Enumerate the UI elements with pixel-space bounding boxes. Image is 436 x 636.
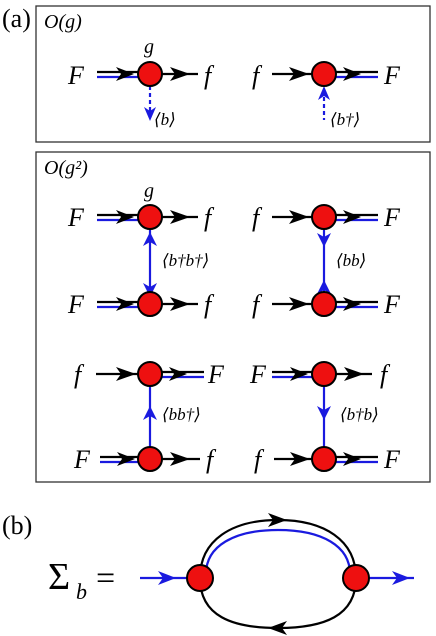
label-top-in: F [249, 360, 267, 389]
coupling-label: g [144, 36, 154, 58]
arrow-up [143, 232, 157, 246]
arrow [289, 297, 309, 311]
arrow-boson [144, 107, 156, 121]
expectation-label: ⟨bb†⟩ [162, 405, 201, 424]
loop-upper-arrow [268, 513, 287, 527]
panel-a-tag: (a) [2, 4, 31, 33]
arrow-F [116, 67, 134, 81]
arrow [169, 367, 187, 381]
panel-b-tag: (b) [2, 511, 32, 540]
order-g-right-diagram: f F ⟨b†⟩ [252, 61, 401, 129]
label-bottom-out: F [383, 290, 401, 319]
arrow [290, 452, 310, 466]
order-g2-title: O(g²) [44, 157, 88, 179]
vertex-left [186, 564, 214, 592]
label-top-out: F [207, 360, 225, 389]
coupling-label: g [144, 180, 154, 202]
vertex-top [137, 361, 163, 387]
label-top-out: f [204, 203, 215, 232]
label-in-F: F [67, 61, 85, 90]
panel-b: (b) Σ b = [2, 511, 414, 635]
label-top-in: f [252, 203, 263, 232]
arrow [290, 367, 308, 381]
arrow-up [143, 406, 157, 420]
expectation-label: ⟨bb⟩ [336, 251, 366, 270]
arrow [343, 210, 361, 224]
loop-lower-fermion [198, 577, 358, 630]
label-in-f: f [252, 61, 263, 90]
label-bottom-in: f [254, 445, 265, 474]
order-g2-bottom-right-diagram: F f f F ⟨b†b⟩ [249, 360, 401, 474]
loop-lower-arrow [268, 621, 287, 635]
order-g-title: O(g) [44, 11, 82, 33]
vertex-bottom [137, 291, 163, 317]
loop-upper-boson [204, 528, 352, 575]
arrow [344, 367, 364, 381]
order-g2-frame [35, 151, 431, 483]
loop-upper-fermion [198, 518, 358, 579]
vertex-bottom [311, 291, 337, 317]
order-g-box: O(g) F g f ⟨b⟩ f F [35, 5, 431, 143]
sigma-symbol: Σ [48, 556, 70, 598]
label-top-out: f [380, 360, 391, 389]
vertex-bottom [311, 446, 337, 472]
arrow-boson [318, 86, 330, 100]
vertex-top [311, 361, 337, 387]
label-out-f: f [204, 61, 215, 90]
expectation-label: ⟨b†⟩ [330, 110, 360, 129]
arrow-down [317, 406, 331, 420]
label-bottom-in: F [67, 290, 85, 319]
arrow [116, 367, 136, 381]
vertex-top [137, 204, 163, 230]
boson-out-arrow [392, 571, 410, 585]
arrow-F [343, 67, 361, 81]
arrow [343, 297, 361, 311]
order-g-frame [35, 5, 431, 143]
expectation-label: ⟨b⟩ [154, 110, 176, 129]
arrow-f [170, 67, 190, 81]
label-top-in: F [67, 203, 85, 232]
label-bottom-in: f [252, 290, 263, 319]
arrow-f [289, 67, 309, 81]
arrow [116, 210, 134, 224]
vertex-bottom [137, 446, 163, 472]
expectation-label: ⟨b†b⟩ [340, 405, 379, 424]
arrow [116, 297, 134, 311]
label-bottom-out: f [204, 290, 215, 319]
boson-in-arrow [158, 571, 176, 585]
label-bottom-out: f [206, 445, 217, 474]
order-g2-top-left-diagram: g F f F f ⟨b†b†⟩ [67, 180, 215, 319]
vertex-top [311, 204, 337, 230]
arrow [170, 297, 190, 311]
label-top-out: F [383, 203, 401, 232]
order-g2-top-right-diagram: f F f F ⟨bb⟩ [252, 203, 401, 319]
label-bottom-out: F [383, 445, 401, 474]
vertex [137, 61, 163, 87]
vertex-right [342, 564, 370, 592]
arrow-down [143, 283, 157, 297]
arrow-down [317, 233, 331, 247]
arrow [170, 210, 190, 224]
label-out-F: F [383, 61, 401, 90]
sigma-subscript: b [76, 579, 87, 604]
label-bottom-in: F [73, 445, 91, 474]
arrow [289, 210, 309, 224]
label-top-in: f [74, 360, 85, 389]
expectation-label: ⟨b†b†⟩ [162, 251, 209, 270]
arrow [343, 452, 361, 466]
arrow [117, 452, 135, 466]
order-g2-bottom-left-diagram: f F F f ⟨bb†⟩ [73, 360, 225, 474]
order-g-left-diagram: F g f ⟨b⟩ [67, 36, 215, 129]
order-g2-box: O(g²) g F f F f ⟨b†b†⟩ [35, 151, 431, 483]
vertex [311, 61, 337, 87]
arrow-up [317, 280, 331, 294]
arrow [170, 452, 190, 466]
equals-sign: = [96, 560, 115, 597]
